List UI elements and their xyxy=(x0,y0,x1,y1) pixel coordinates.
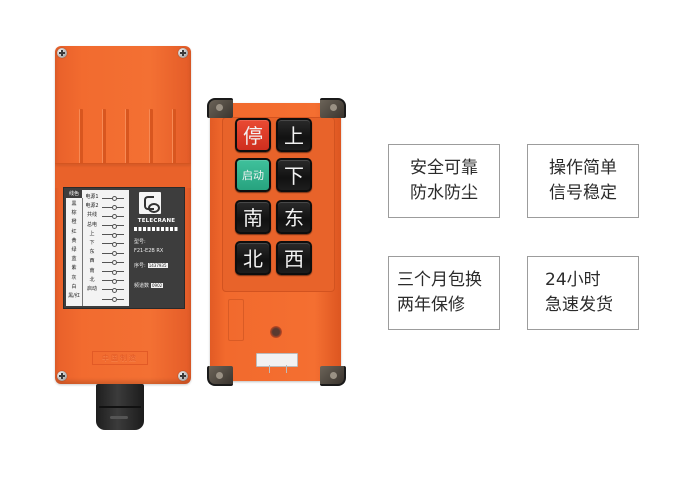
indicator-led-icon xyxy=(270,326,282,338)
relay-lines xyxy=(102,193,127,303)
serial-sticker xyxy=(256,353,298,373)
function-label: 电源1 xyxy=(85,194,99,200)
feature-line: 急速发货 xyxy=(545,295,613,315)
serial-value: 1437935 xyxy=(147,263,168,268)
up-button[interactable]: 上 xyxy=(276,118,312,152)
screw-icon xyxy=(178,48,188,58)
wire-color: 黄 xyxy=(71,237,77,244)
model-label: 型号: xyxy=(134,239,146,245)
start-button[interactable]: 启动 xyxy=(235,158,271,192)
corner-bumper xyxy=(320,98,346,118)
feature-line: 24小时 xyxy=(545,270,601,290)
south-button[interactable]: 南 xyxy=(235,200,271,234)
north-button[interactable]: 北 xyxy=(235,241,271,275)
wire-color: 橙 xyxy=(71,219,77,226)
feature-line: 安全可靠 xyxy=(410,158,478,178)
stop-button[interactable]: 停 xyxy=(235,118,271,152)
corner-bumper xyxy=(207,366,233,386)
housing-ridge xyxy=(102,109,106,167)
feature-operation: 操作简单 信号稳定 xyxy=(527,144,639,218)
feature-safety: 安全可靠 防水防尘 xyxy=(388,144,500,218)
function-label: 启动 xyxy=(86,285,97,292)
feature-line: 两年保修 xyxy=(397,295,465,315)
wire-color: 绿 xyxy=(71,246,77,253)
screw-icon xyxy=(178,371,188,381)
screw-icon xyxy=(216,104,223,111)
east-button[interactable]: 东 xyxy=(276,200,312,234)
wire-color: 白 xyxy=(71,283,77,290)
housing-ridge xyxy=(79,109,83,167)
function-label: 西 xyxy=(89,258,95,265)
function-label: 东 xyxy=(89,249,95,256)
function-label: 下 xyxy=(89,239,95,246)
feature-line: 三个月包换 xyxy=(397,270,482,290)
serial-label: 序号: xyxy=(134,263,146,269)
wire-color: 黑/红 xyxy=(68,292,80,299)
housing-ridge xyxy=(149,109,153,167)
serial-row: 序号:1437935 xyxy=(134,262,168,269)
corner-bumper xyxy=(207,98,233,118)
housing-step xyxy=(55,163,191,188)
function-label: 总电 xyxy=(86,221,97,228)
function-list: 电源1 电源2 共线 总电 上 下 东 西 南 北 启动 xyxy=(84,193,100,294)
screw-icon xyxy=(57,371,67,381)
screw-icon xyxy=(216,372,223,379)
wire-color: 棕 xyxy=(71,210,77,217)
function-label: 共线 xyxy=(86,212,97,219)
screw-icon xyxy=(330,372,337,379)
housing-ridge xyxy=(172,109,176,167)
brand-name: TELECRANE xyxy=(137,218,176,224)
corner-bumper xyxy=(320,366,346,386)
function-label: 南 xyxy=(89,267,95,274)
label-divider xyxy=(82,198,83,306)
wire-color: 蓝 xyxy=(71,256,77,263)
wire-color: 黑 xyxy=(71,201,77,207)
freq-value: 0902 xyxy=(151,283,164,288)
dot-strip xyxy=(134,227,179,231)
housing-ridge xyxy=(125,109,129,167)
wiring-label: 线色 黑 棕 橙 红 黄 绿 蓝 紫 灰 白 黑/红 电源1 电源2 xyxy=(63,187,185,309)
function-label: 电源2 xyxy=(85,203,99,210)
function-label: 北 xyxy=(89,276,95,283)
telecrane-logo-icon xyxy=(139,192,161,214)
feature-line: 信号稳定 xyxy=(549,183,617,203)
model-value: F21-E2B RX xyxy=(134,248,164,254)
screw-icon xyxy=(57,48,67,58)
receiver-housing: 线色 黑 棕 橙 红 黄 绿 蓝 紫 灰 白 黑/红 电源1 电源2 xyxy=(55,46,191,384)
west-button[interactable]: 西 xyxy=(276,241,312,275)
wire-color: 紫 xyxy=(71,265,77,272)
wire-color: 灰 xyxy=(71,274,77,281)
housing-recess xyxy=(228,299,244,341)
feature-warranty: 三个月包换 两年保修 xyxy=(388,256,500,330)
receiver-unit: 线色 黑 棕 橙 红 黄 绿 蓝 紫 灰 白 黑/红 电源1 电源2 xyxy=(55,46,191,430)
wire-color-list: 黑 棕 橙 红 黄 绿 蓝 紫 灰 白 黑/红 xyxy=(66,200,82,301)
freq-label: 频道数 xyxy=(134,283,150,289)
feature-line: 防水防尘 xyxy=(410,183,478,203)
transmitter-remote: 停 上 启动 下 南 东 北 西 xyxy=(207,98,346,386)
cable-gland xyxy=(96,384,144,430)
wire-color-header: 线色 xyxy=(66,190,82,198)
screw-icon xyxy=(330,104,337,111)
function-label: 上 xyxy=(89,230,95,237)
down-button[interactable]: 下 xyxy=(276,158,312,192)
wire-color: 红 xyxy=(71,228,77,235)
feature-shipping: 24小时 急速发货 xyxy=(527,256,639,330)
embossed-text: 中国制造 xyxy=(92,351,148,365)
feature-line: 操作简单 xyxy=(549,158,617,178)
wiring-diagram: 线色 黑 棕 橙 红 黄 绿 蓝 紫 灰 白 黑/红 电源1 电源2 xyxy=(66,190,129,306)
